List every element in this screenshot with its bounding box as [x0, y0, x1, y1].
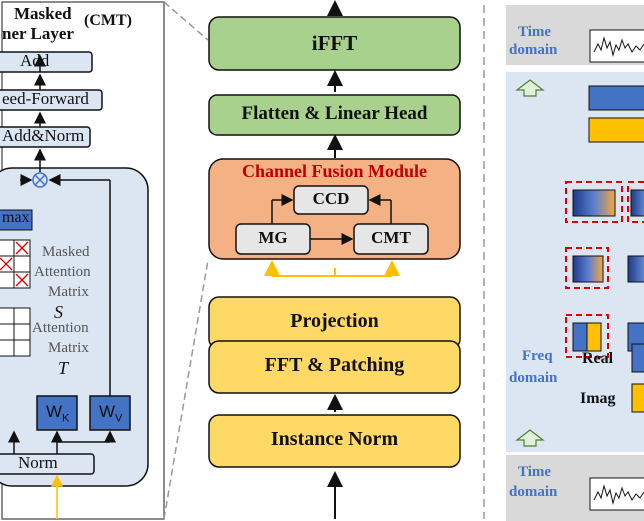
- time-domain-top-1: Time: [518, 24, 552, 40]
- zoom-line-bottom: [163, 259, 209, 520]
- softmax-label: max: [2, 209, 30, 226]
- attention-matrix: [0, 307, 31, 357]
- red-dashed-group-1: [565, 181, 623, 223]
- cfm-title: Channel Fusion Module: [241, 161, 428, 181]
- fft-patching-label: FFT & Patching: [264, 354, 405, 376]
- cmt-title-line1: Masked: [14, 4, 72, 23]
- cmt-panel: [0, 1, 209, 520]
- middle-column: [208, 0, 461, 519]
- norm-box: [0, 453, 95, 475]
- feed-forward-label: eed-Forward: [2, 89, 89, 108]
- norm-label: Norm: [18, 453, 58, 472]
- attention-label-1: Attention: [32, 320, 89, 336]
- fft-patching-box: [208, 340, 461, 394]
- wk-label: WK: [46, 402, 70, 425]
- instance-norm-label: Instance Norm: [270, 428, 399, 450]
- red-dashed-group-2: [565, 247, 609, 289]
- ccd-label: CCD: [312, 189, 350, 208]
- time-domain-top-2: domain: [509, 42, 558, 58]
- masked-attention-matrix: [0, 239, 31, 289]
- freq-domain-2: domain: [509, 370, 558, 386]
- flatten-label: Flatten & Linear Head: [241, 103, 428, 124]
- masked-label-1: Masked: [42, 244, 90, 260]
- add-norm-label: Add&Norm: [2, 126, 85, 145]
- attention-symbol: T: [58, 358, 69, 378]
- ifft-box: [208, 16, 461, 71]
- imag-label: Imag: [580, 390, 616, 407]
- ifft-label: iFFT: [311, 31, 358, 55]
- wk-box: [36, 395, 78, 431]
- ccd-box: [293, 185, 369, 215]
- imag-bar: [631, 383, 644, 413]
- mg-label: MG: [258, 228, 288, 247]
- gold-bar-top: [588, 117, 644, 143]
- up-arrow-icon-bottom: [515, 429, 545, 447]
- real-label: Real: [582, 350, 614, 367]
- freq-domain-1: Freq: [522, 348, 553, 364]
- mask-crosses: [0, 241, 29, 287]
- time-domain-bottom-1: Time: [518, 464, 552, 480]
- real-bar: [631, 343, 644, 373]
- flatten-linear-head-box: [208, 94, 461, 136]
- masked-label-3: Matrix: [48, 284, 89, 300]
- wv-box: [89, 395, 131, 431]
- attention-label-2: Matrix: [48, 340, 89, 356]
- masked-symbol: S: [54, 302, 63, 322]
- cmt-label: CMT: [371, 228, 411, 247]
- feed-forward-box: [0, 89, 103, 111]
- red-dashed-group-3: [565, 314, 609, 358]
- add-label: Add: [20, 51, 50, 70]
- blue-bar-top: [588, 85, 644, 111]
- masked-label-2: Attention: [34, 264, 91, 280]
- instance-norm-box: [208, 414, 461, 468]
- projection-label: Projection: [290, 310, 379, 332]
- right-panel: [506, 5, 644, 521]
- cmt-title-abbrev: (CMT): [84, 12, 132, 29]
- cmt-title-line2: ner Layer: [2, 24, 74, 43]
- softmax-box: [0, 209, 33, 231]
- up-arrow-icon-top: [515, 79, 545, 97]
- zoom-line-top: [163, 1, 209, 41]
- time-domain-bottom-2: domain: [509, 484, 558, 500]
- wv-label: WV: [99, 402, 123, 425]
